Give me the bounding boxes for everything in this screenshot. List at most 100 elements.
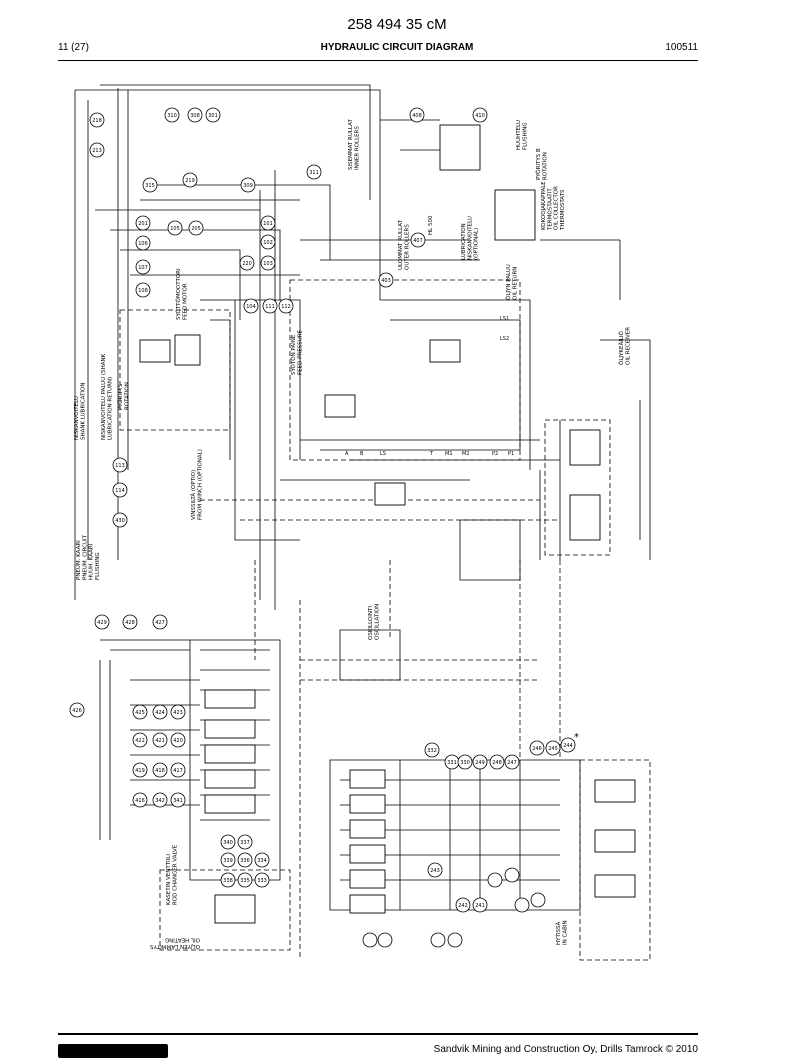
callout-113: 113 (115, 463, 125, 469)
page-title: HYDRAULIC CIRCUIT DIAGRAM (320, 42, 474, 53)
label-pyoritys: PYÖRITYS BROTATION (535, 148, 548, 180)
callout-246: 246 (532, 746, 542, 752)
port-t: T (429, 451, 434, 457)
callout-418: 418 (155, 768, 165, 774)
callout-218: 218 (92, 118, 102, 124)
schematic-lines (74, 84, 651, 961)
label-in-cabin: HYTISSÄIN CABIN (555, 920, 568, 945)
footer-rule (58, 1033, 698, 1035)
port-a: A (345, 451, 349, 457)
callout-331: 331 (447, 760, 457, 766)
section-labels: SISEMMAT RULLATINNER ROLLERS HUUHTELUFLU… (74, 119, 631, 950)
callout-107: 107 (138, 265, 148, 271)
header-rule (58, 60, 698, 61)
callout-213: 213 (92, 148, 102, 154)
callout-220: 220 (242, 261, 252, 267)
port-ls: LS (380, 451, 386, 457)
company-logo (58, 1044, 168, 1058)
callout-332: 332 (427, 748, 437, 754)
callout-241: 241 (475, 903, 485, 909)
label-rotation: PYÖRITYSROTATION (117, 382, 130, 410)
label-rod-changer: KASETIN VENTTIILIROD CHANGER VALVE (166, 844, 178, 905)
callout-247: 247 (507, 760, 517, 766)
callout-301: 301 (208, 113, 218, 119)
label-pneum-circuit: PNEUM. KAARIPNEUM. CIRCUITHUUH. KAARIFLU… (76, 534, 101, 580)
callout-338: 338 (223, 878, 233, 884)
callout-407: 407 (413, 238, 423, 244)
label-outer-rollers: ULOMMAT RULLATOUTER ROLLERS (398, 219, 410, 270)
footer-copyright: Sandvik Mining and Construction Oy, Dril… (433, 1044, 698, 1055)
callout-420: 420 (173, 738, 183, 744)
callout-108: 108 (138, 288, 148, 294)
callout-426: 426 (72, 708, 82, 714)
callout-112: 112 (281, 304, 291, 310)
callout-403: 403 (381, 278, 391, 284)
port-m1: M1 (445, 451, 453, 457)
port-p2: P2 (492, 451, 498, 457)
callout-430: 430 (115, 518, 125, 524)
label-oil-receiver: ÖLJYKEÄILIÖOIL RECEIVER (618, 327, 631, 365)
callout-310: 310 (167, 113, 177, 119)
port-labels: P1 P2 T LS A B M1 M2 LS1 LS2 (345, 316, 514, 457)
callout-101: 101 (263, 221, 273, 227)
port-ls2: LS2 (500, 336, 509, 342)
callout-309: 309 (243, 183, 253, 189)
label-feed-motor: SYÖTTÖMOOTTORIFEED MOTOR (175, 268, 188, 320)
label-lubrication-block: LUBRICATIONNISKANVOITELU(OPTIONAL) (461, 216, 480, 260)
callout-105: 105 (170, 226, 180, 232)
port-p1: P1 (508, 451, 514, 457)
callout-243: 243 (430, 868, 440, 874)
page-counter: 11 (27) (58, 42, 89, 53)
callout-114: 114 (115, 488, 125, 494)
callout-337: 337 (240, 840, 250, 846)
callout-427: 427 (155, 620, 165, 626)
callout-308: 308 (190, 113, 200, 119)
document-number: 258 494 35 cM (347, 16, 447, 33)
callout-201: 201 (138, 221, 148, 227)
label-shank-lubrication: NISKANVOITELUSHANK LUBRICATION (74, 383, 86, 441)
callout-429: 429 (97, 620, 107, 626)
callout-422: 422 (135, 738, 145, 744)
callout-416: 416 (135, 798, 145, 804)
callout-245: 245 (548, 746, 558, 752)
callout-104: 104 (246, 304, 256, 310)
callout-106: 106 (138, 241, 148, 247)
port-b: B (360, 451, 364, 457)
callout-circles (69, 107, 576, 948)
callout-425: 425 (135, 710, 145, 716)
label-thermostats: KOKOOJAKAPPALETERMOSTAATITOIL COLLECTORT… (541, 181, 566, 231)
label-oil-heating: ÖLJYEN LÄMMITYSOIL HEATING (150, 937, 200, 950)
callout-numbers: 310 308 301 218 213 315 219 309 311 408 … (72, 113, 573, 909)
port-ls1: LS1 (500, 316, 509, 322)
callout-102: 102 (263, 240, 273, 246)
callout-249: 249 (475, 760, 485, 766)
callout-336: 336 (240, 858, 250, 864)
label-inner-rollers: SISEMMAT RULLATINNER ROLLERS (348, 119, 360, 170)
callout-341: 341 (173, 798, 183, 804)
callout-330: 330 (460, 760, 470, 766)
callout-219: 219 (185, 178, 195, 184)
callout-340: 340 (223, 840, 233, 846)
callout-423: 423 (173, 710, 183, 716)
label-feed-pressure: SYÖTÖN PAINEFEED PRESSURE (290, 329, 303, 375)
callout-248: 248 (492, 760, 502, 766)
callout-428: 428 (125, 620, 135, 626)
callout-339: 339 (223, 858, 233, 864)
label-flushing: HUUHTELUFLUSHING (516, 120, 528, 150)
valve-blocks (139, 124, 636, 924)
callout-111: 111 (265, 304, 275, 310)
callout-244: 244 (563, 743, 573, 749)
callout-242: 242 (458, 903, 468, 909)
callout-103: 103 (263, 261, 273, 267)
callout-410: 410 (475, 113, 485, 119)
callout-205: 205 (191, 226, 201, 232)
callout-408: 408 (412, 113, 422, 119)
asterisk-mark: * (574, 732, 579, 743)
callout-335: 335 (240, 878, 250, 884)
callout-342: 342 (155, 798, 165, 804)
callout-419: 419 (135, 768, 145, 774)
callout-421: 421 (155, 738, 165, 744)
callout-333: 333 (257, 878, 267, 884)
document-date: 100511 (665, 42, 698, 53)
label-oil-return: ÖLJYN PALUUOIL RETURN (505, 264, 518, 300)
